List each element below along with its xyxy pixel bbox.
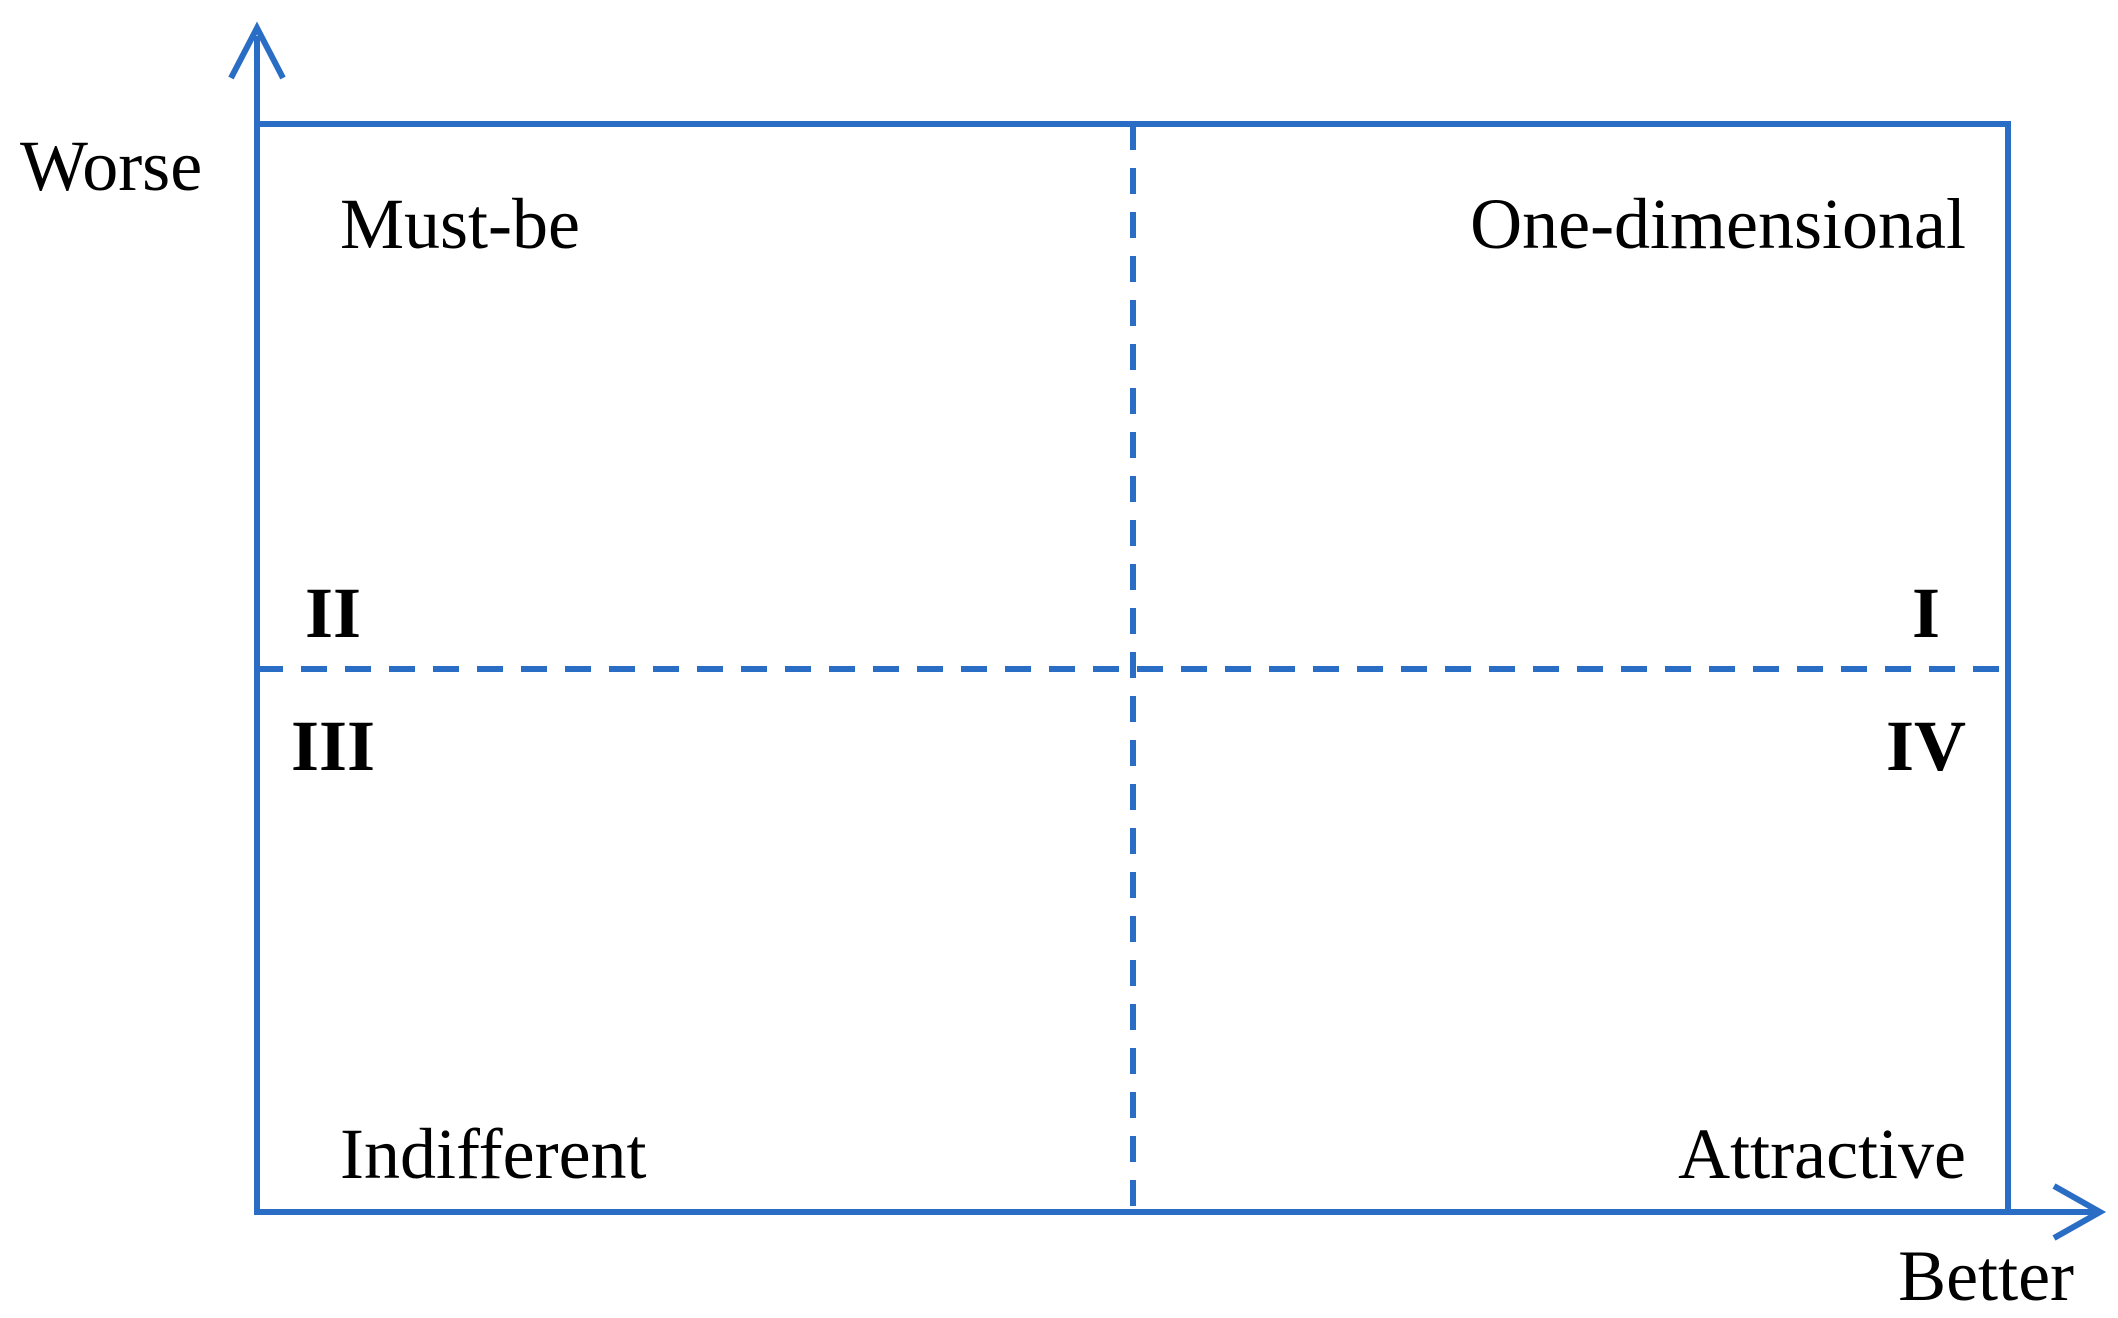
- y-axis-arrowhead: [228, 21, 286, 80]
- quadrant-must-be-label: Must-be: [340, 184, 580, 264]
- quadrant-numeral-iii: III: [291, 706, 375, 786]
- quadrant-numeral-iv: IV: [1886, 706, 1966, 786]
- quadrant-numeral-i: I: [1912, 573, 1940, 653]
- quadrant-indifferent-label: Indifferent: [340, 1114, 647, 1194]
- x-axis-arrowhead: [2052, 1183, 2107, 1241]
- quadrant-one-dimensional-label: One-dimensional: [1470, 184, 1966, 264]
- y-axis-label: Worse: [20, 126, 202, 206]
- quadrant-attractive-label: Attractive: [1678, 1114, 1966, 1194]
- quadrant-numeral-ii: II: [305, 573, 361, 653]
- x-axis-label: Better: [1898, 1236, 2074, 1316]
